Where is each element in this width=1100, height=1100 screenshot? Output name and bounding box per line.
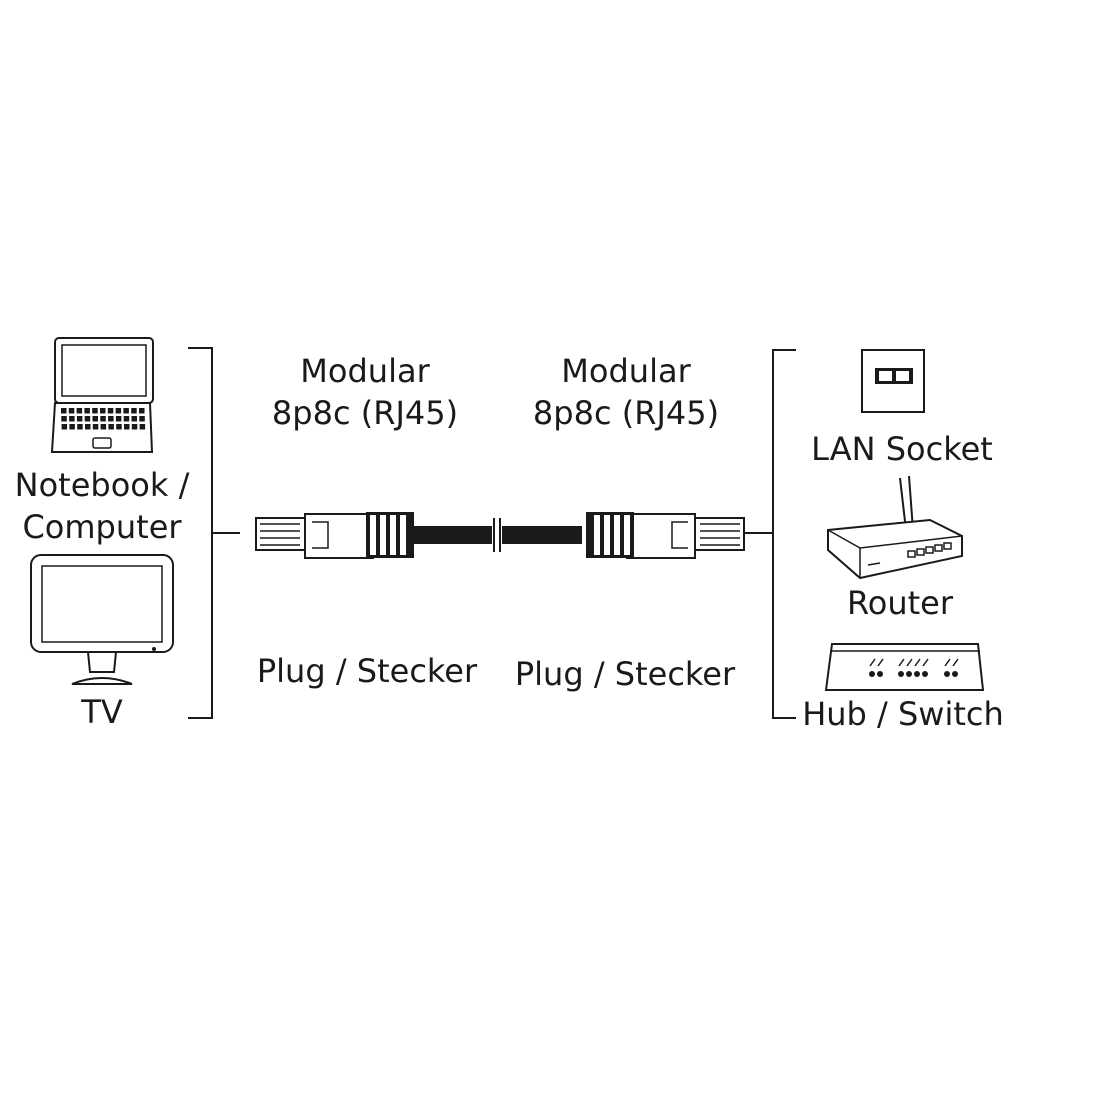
left-connector-type-line1: Modular [300, 352, 430, 390]
right-bracket [745, 349, 796, 719]
left-plug-label: Plug / Stecker [257, 652, 478, 690]
notebook-label: Notebook / [15, 466, 190, 504]
rj45-plug-icon [586, 512, 745, 559]
right-plug-label: Plug / Stecker [515, 655, 736, 693]
hub-switch-label: Hub / Switch [802, 695, 1004, 733]
right-connector-type-line1: Modular [561, 352, 691, 390]
right-connector-type-line2: 8p8c (RJ45) [533, 394, 719, 432]
cable [412, 518, 582, 552]
rj45-plug-icon [255, 512, 414, 559]
lan-socket-label: LAN Socket [811, 430, 993, 468]
computer-label: Computer [22, 508, 182, 546]
laptop-icon [50, 337, 154, 453]
left-connector-type-line2: 8p8c (RJ45) [272, 394, 458, 432]
lan-socket-icon [861, 349, 925, 413]
tv-monitor-icon [30, 554, 174, 685]
router-label: Router [847, 584, 954, 622]
router-icon [827, 475, 963, 580]
hub-switch-icon [824, 643, 985, 691]
left-bracket [188, 347, 240, 719]
tv-label: TV [80, 693, 123, 731]
